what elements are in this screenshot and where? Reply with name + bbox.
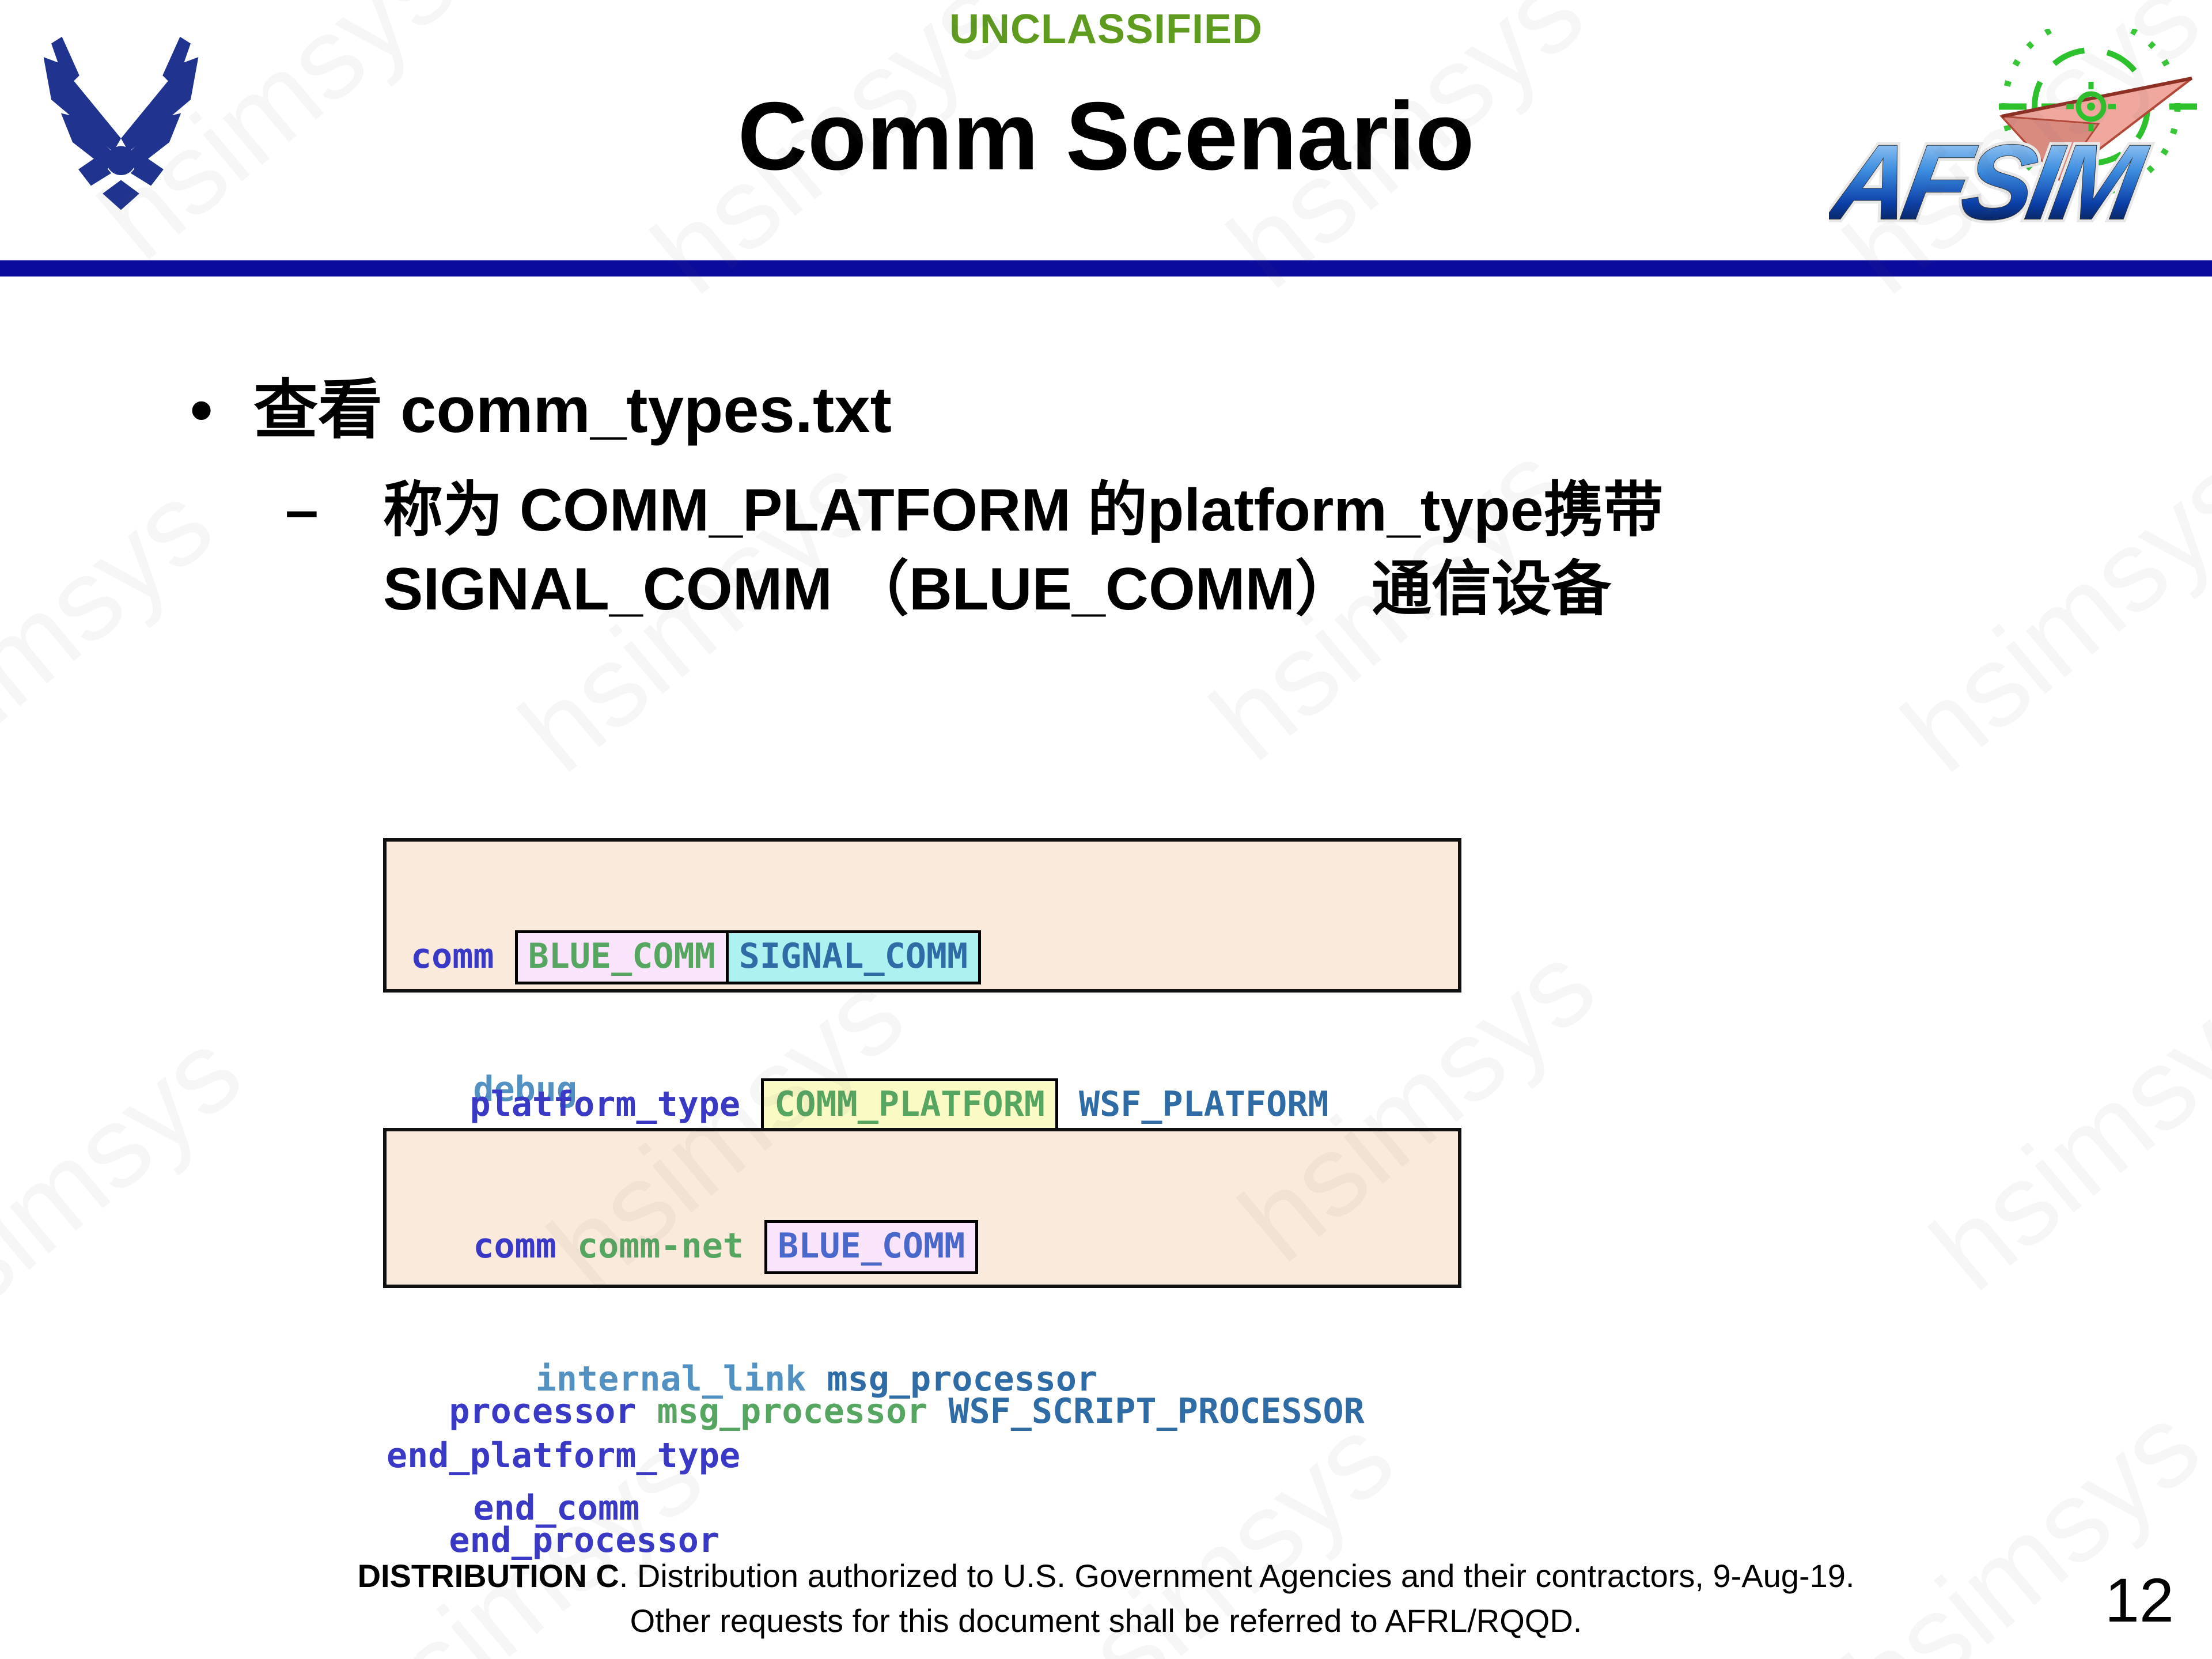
usaf-wings-logo (24, 32, 218, 216)
comm-net-name: comm-net (577, 1226, 765, 1266)
distribution-text: . Distribution authorized to U.S. Govern… (619, 1558, 1855, 1594)
sub-bullet-text: 称为 COMM_PLATFORM 的platform_type携带 SIGNAL… (383, 471, 1664, 630)
blue-comm-tag: BLUE_COMM (514, 930, 729, 984)
sub-bullet-line2: SIGNAL_COMM （BLUE_COMM） 通信设备 (383, 556, 1612, 623)
afsim-logo-graphic: AFSIM AFSIM (1817, 17, 2200, 245)
bullet-sub: – 称为 COMM_PLATFORM 的platform_type携带 SIGN… (285, 471, 1664, 630)
code-block-processor: processor msg_processor WSF_SCRIPT_PROCE… (387, 1306, 1365, 1645)
processor-keyword: processor (387, 1391, 657, 1431)
afsim-logo-text: AFSIM (1829, 122, 2155, 241)
wsf-platform-type: WSF_PLATFORM (1058, 1084, 1329, 1124)
classification-banner: UNCLASSIFIED (949, 6, 1263, 52)
distribution-statement: DISTRIBUTION C. Distribution authorized … (0, 1554, 2212, 1643)
code-line-end-comm: end_comm (411, 1488, 640, 1528)
sub-bullet-marker: – (285, 477, 319, 544)
internal-link-keyword: internal_link (411, 1359, 827, 1399)
distribution-line2: Other requests for this document shall b… (630, 1602, 1582, 1639)
page-title: Comm Scenario (737, 82, 1475, 190)
afsim-logo: AFSIM AFSIM (1817, 17, 2203, 265)
watermark-text: hsimsys (1879, 430, 2212, 797)
distribution-line1: DISTRIBUTION C. Distribution authorized … (0, 1554, 2212, 1598)
processor-type: WSF_SCRIPT_PROCESSOR (948, 1391, 1365, 1431)
bullet-main-text: 查看 comm_types.txt (253, 374, 892, 446)
signal-comm-tag: SIGNAL_COMM (725, 930, 982, 984)
platform-type-keyword: platform_type (469, 1084, 762, 1124)
usaf-wings-icon (43, 36, 199, 210)
code-line-end-platform-type: end_platform_type (387, 1435, 741, 1476)
sub-bullet-line1: 称为 COMM_PLATFORM 的platform_type携带 (383, 477, 1664, 544)
code-line: processor msg_processor WSF_SCRIPT_PROCE… (387, 1387, 1365, 1435)
code-line-debug: debug (411, 1069, 577, 1109)
page-number: 12 (2104, 1565, 2174, 1635)
msg-processor-ref: msg_processor (827, 1359, 1098, 1399)
watermark-text: hsimsys (0, 1006, 265, 1373)
watermark-text: hsimsys (0, 459, 236, 825)
code-line-end-processor: end_processor (387, 1520, 719, 1560)
comm-platform-tag: COMM_PLATFORM (761, 1078, 1058, 1132)
comm-keyword: comm (411, 1226, 577, 1266)
code-line: comm comm-net BLUE_COMM (411, 1220, 1446, 1274)
watermark-text: hsimsys (1908, 949, 2212, 1315)
code-block-comm-instance: comm comm-net BLUE_COMM internal_link ms… (383, 1128, 1461, 1528)
title-divider-bar (0, 260, 2212, 276)
svg-text:AFSIM: AFSIM (1829, 122, 2155, 241)
bullet-main: • 查看 comm_types.txt (190, 372, 892, 449)
distribution-label: DISTRIBUTION C (357, 1558, 619, 1594)
blue-comm-tag: BLUE_COMM (764, 1220, 979, 1274)
code-line: internal_link msg_processor (411, 1355, 1446, 1403)
bullet-marker: • (190, 374, 213, 446)
comm-keyword: comm (411, 936, 515, 976)
processor-name: msg_processor (657, 1391, 949, 1431)
